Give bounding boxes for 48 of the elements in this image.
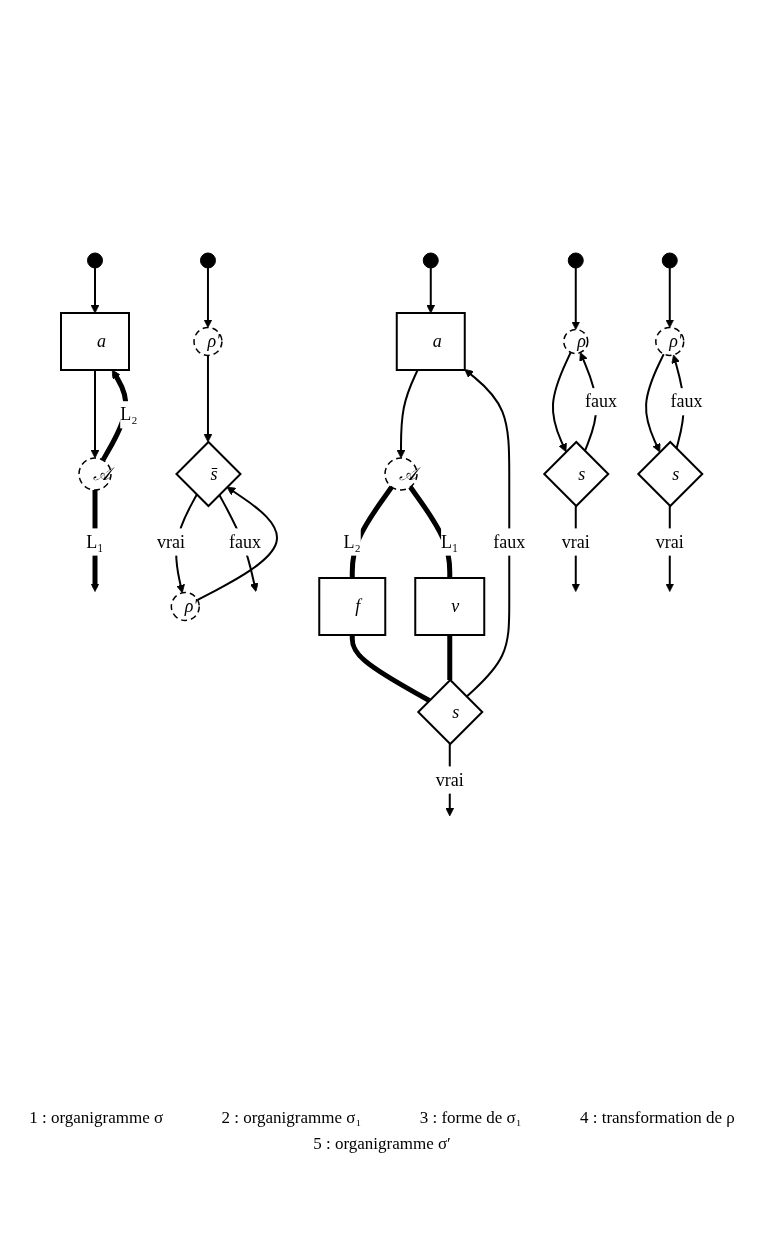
- arrow: [665, 267, 675, 329]
- node-circle: [567, 253, 584, 269]
- figure-caption: 1 : organigramme σ: [29, 1108, 164, 1128]
- edge-label: vrai: [655, 531, 684, 552]
- arrow: [426, 267, 436, 314]
- node-circle: [662, 253, 678, 269]
- node-circle: ρ′: [655, 327, 685, 357]
- arrow: [196, 487, 279, 602]
- edge-label: faux: [493, 531, 526, 552]
- node-circle: ρ′: [193, 327, 223, 357]
- node-diamond: s: [543, 441, 610, 508]
- edge-label: vrai: [157, 531, 186, 552]
- arrow: [552, 351, 572, 453]
- connector: [447, 635, 453, 681]
- edge-label: vrai: [435, 770, 464, 790]
- arrow: [464, 369, 511, 699]
- edge-label: L₂: [343, 531, 362, 552]
- connector: [349, 635, 431, 704]
- node-box: a: [60, 312, 131, 372]
- arrow: [90, 267, 100, 314]
- node-diamond: s: [637, 441, 704, 508]
- arrow: [571, 267, 581, 331]
- edge-label: faux: [585, 391, 618, 412]
- node-diamond: s̄: [175, 441, 243, 508]
- figure-caption: 2 : organigramme σ₁: [221, 1108, 362, 1128]
- arrow: [396, 369, 419, 459]
- node-circle: [87, 253, 104, 269]
- arrow: [203, 267, 213, 329]
- node-diamond: s: [417, 679, 484, 746]
- figure-caption: 3 : forme de σ₁: [419, 1108, 522, 1128]
- node-box: a: [395, 312, 466, 372]
- edge-label: L₁: [441, 531, 459, 552]
- edge-label: faux: [229, 531, 262, 552]
- arrow: [203, 354, 213, 443]
- edge-label: vrai: [561, 531, 590, 552]
- figure-caption: 5 : organigramme σ′: [313, 1134, 451, 1154]
- node-box: v: [414, 577, 486, 637]
- node-circle: [422, 253, 439, 269]
- arrow: [90, 369, 100, 459]
- figure-caption: 4 : transformation de ρ: [579, 1108, 735, 1128]
- node-circle: ρ: [563, 329, 589, 355]
- edge-label: faux: [670, 391, 703, 412]
- node-circle: [200, 253, 217, 269]
- edge-label: L₁: [86, 531, 104, 552]
- node-box: f: [318, 577, 387, 637]
- node-circle: ρ′: [170, 592, 201, 622]
- arrow: [645, 353, 665, 453]
- edge-label: L₂: [120, 404, 138, 425]
